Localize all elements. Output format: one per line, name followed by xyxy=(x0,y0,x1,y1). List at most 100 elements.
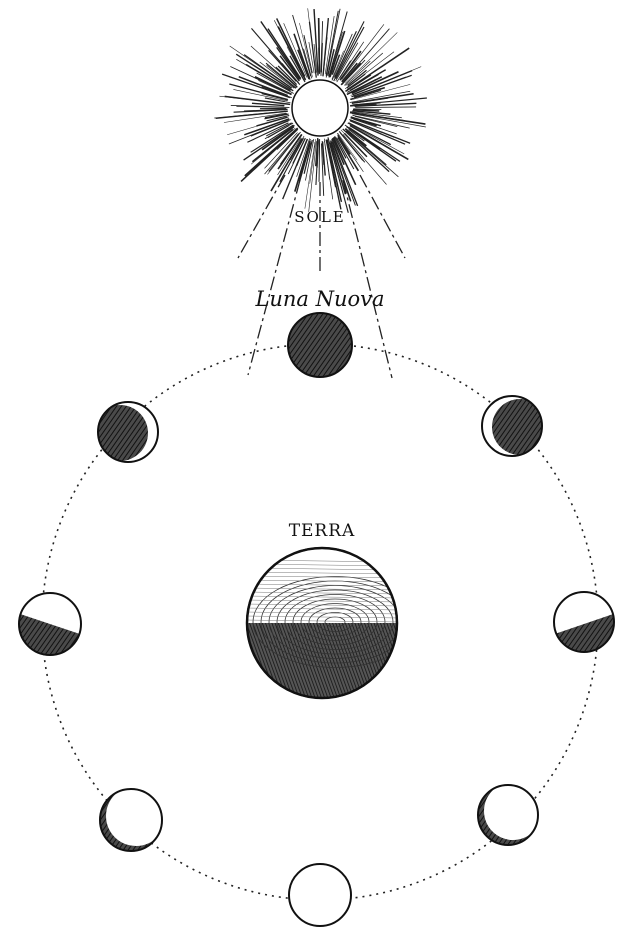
sun-ray xyxy=(292,137,306,164)
sun-ray xyxy=(246,118,290,135)
sun-ray xyxy=(318,139,321,182)
sun-ray xyxy=(352,110,391,115)
sun-ray xyxy=(349,89,382,100)
sun-ray xyxy=(326,139,343,203)
sun-ray xyxy=(345,74,372,93)
moon-new-moon xyxy=(287,312,353,378)
sun-ray xyxy=(336,133,364,173)
earth-line xyxy=(247,583,397,587)
sun-ray xyxy=(342,134,387,185)
sun-ray xyxy=(354,103,381,106)
sun-ray xyxy=(245,63,291,92)
sun-ray xyxy=(327,49,335,76)
sun-ray xyxy=(317,17,321,73)
earth-line xyxy=(247,587,397,591)
sun-ray xyxy=(221,73,291,99)
sun-ray xyxy=(268,131,301,172)
earth-line xyxy=(247,619,397,623)
sun-ray xyxy=(341,24,385,80)
sun-ray xyxy=(352,113,426,128)
sun-ray xyxy=(332,136,357,186)
earth-line xyxy=(247,607,397,611)
sun-ray xyxy=(346,74,379,93)
sun-ray xyxy=(258,80,288,94)
sun-ray xyxy=(329,30,346,78)
sun-ray xyxy=(303,139,313,174)
sun-ray xyxy=(349,111,426,125)
sun-ray xyxy=(308,21,317,78)
sun-ray xyxy=(259,61,295,89)
sun-ray xyxy=(354,97,389,104)
earth-line xyxy=(247,571,397,575)
sun-ray xyxy=(265,97,285,102)
sun-ray xyxy=(251,102,285,107)
sun-ray xyxy=(342,128,390,173)
sun-ray xyxy=(325,10,339,76)
sun-ray xyxy=(341,62,358,83)
earth-line xyxy=(247,611,397,615)
sun-ray xyxy=(332,137,345,166)
sun-ray xyxy=(320,21,324,76)
moon-waning-gibbous xyxy=(99,788,163,852)
sun-ray xyxy=(295,138,309,166)
earth: TERRA xyxy=(245,521,399,700)
sun xyxy=(214,8,427,213)
moon-waning-crescent xyxy=(97,401,159,463)
sun-ray xyxy=(346,125,397,162)
sun-ray xyxy=(329,142,347,195)
sun-ray xyxy=(250,127,296,165)
moon-outline xyxy=(477,784,539,846)
sun-light-beams xyxy=(237,174,406,379)
sun-ray xyxy=(268,50,297,82)
new-moon-label: Luna Nuova xyxy=(254,287,384,311)
sun-ray xyxy=(244,127,299,177)
earth-line xyxy=(247,603,397,607)
sun-ray xyxy=(305,138,315,181)
moon-outline xyxy=(287,312,353,378)
sun-ray xyxy=(229,83,288,101)
sun-ray xyxy=(276,47,301,80)
sun-ray xyxy=(267,28,302,79)
sun-ray xyxy=(309,139,317,184)
sun-ray xyxy=(346,130,387,166)
sun-ray xyxy=(267,134,300,175)
earth-line xyxy=(247,595,397,599)
sun-ray xyxy=(327,137,349,213)
sun-ray xyxy=(349,120,406,145)
sun-ray xyxy=(337,136,360,172)
sun-ray xyxy=(315,139,319,186)
sun-ray xyxy=(251,128,294,163)
sun-ray xyxy=(341,59,366,85)
moon-outline xyxy=(553,591,615,653)
sun-ray xyxy=(344,51,395,90)
sun-ray xyxy=(354,116,398,128)
sun-ray xyxy=(333,21,365,82)
sun-ray xyxy=(303,35,313,74)
sun-ray xyxy=(299,22,313,78)
sun-ray xyxy=(313,44,318,73)
sun-ray xyxy=(352,97,427,106)
sun-ray xyxy=(268,125,295,144)
sun-ray xyxy=(296,138,310,177)
sun-ray xyxy=(355,106,417,109)
sun-ray xyxy=(337,134,351,155)
sun-ray xyxy=(304,141,316,209)
sun-ray xyxy=(224,95,291,106)
sun-ray xyxy=(331,50,344,80)
sun-ray xyxy=(264,122,294,140)
sun-ray xyxy=(324,140,330,180)
earth-line xyxy=(247,615,397,619)
sun-ray xyxy=(351,70,399,95)
sun-ray xyxy=(351,74,412,98)
sun-ray xyxy=(235,53,294,92)
sun-ray xyxy=(335,42,359,81)
moon-outline xyxy=(99,788,163,852)
sun-ray xyxy=(265,132,298,168)
sun-ray xyxy=(260,21,302,80)
earth-label: TERRA xyxy=(289,521,356,541)
earth-line xyxy=(247,579,397,583)
sun-ray xyxy=(283,23,308,78)
sun-ray xyxy=(313,9,319,76)
sun-ray xyxy=(352,108,380,112)
sun-ray xyxy=(275,18,306,77)
